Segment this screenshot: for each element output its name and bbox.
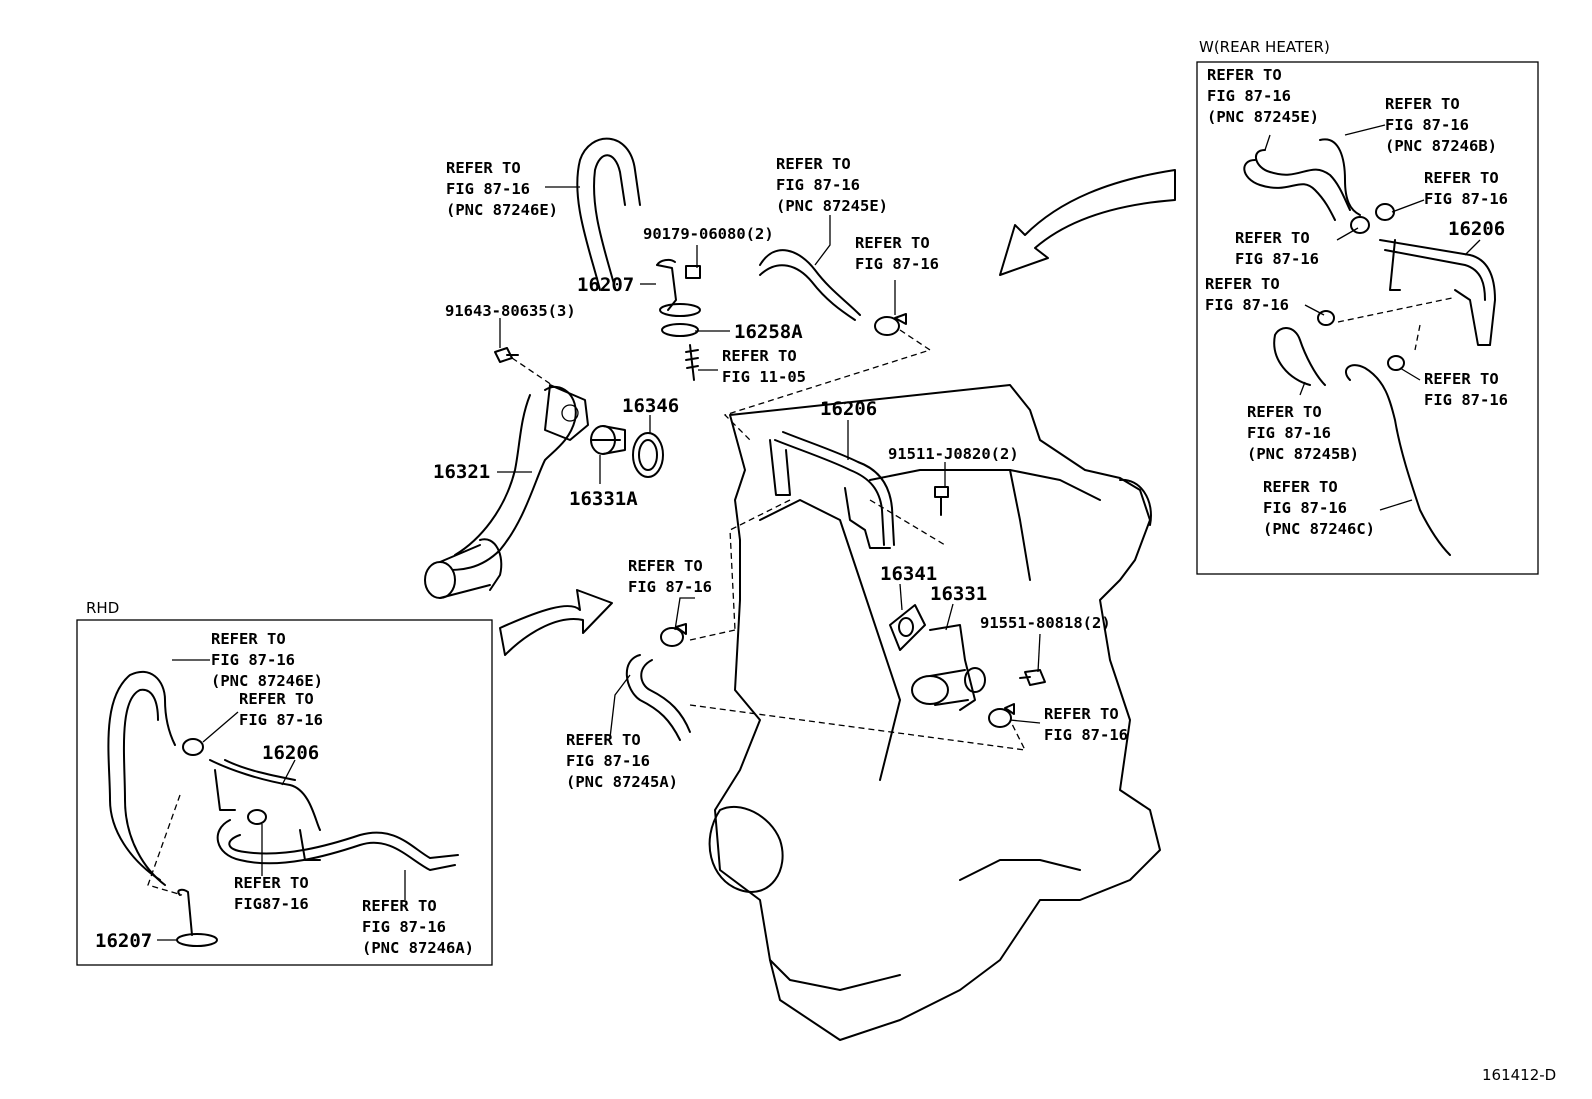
label-refer-fig-11-05: REFER TO FIG 11-05 (722, 347, 806, 386)
label-rh-refer-clamp-left: REFER TO FIG 87-16 (1235, 229, 1319, 268)
label-bolt-90179: 90179-06080(2) (643, 225, 774, 243)
label-refer-clamp-top: REFER TO FIG 87-16 (855, 234, 939, 273)
label-refer-clamp-left: REFER TO FIG 87-16 (628, 557, 712, 596)
label-rhd-refer-clamp-mid: REFER TO FIG87-16 (234, 874, 318, 913)
rhd-box (76, 619, 493, 966)
rhd-parts (107, 670, 459, 947)
label-part-16341: 16341 (880, 563, 937, 585)
water-inlet-16321 (424, 384, 589, 599)
label-refer-clamp-right: REFER TO FIG 87-16 (1044, 705, 1128, 744)
label-bolt-91551: 91551-80818(2) (980, 614, 1111, 632)
label-rh-refer-87245e: REFER TO FIG 87-16 (PNC 87245E) (1207, 66, 1319, 126)
label-part-16258a: 16258A (734, 321, 803, 343)
label-part-16321: 16321 (433, 461, 490, 483)
thermostat-16331a (590, 425, 626, 455)
label-part-16331: 16331 (930, 583, 987, 605)
label-refer-87246e-main: REFER TO FIG 87-16 (PNC 87246E) (446, 159, 558, 219)
arrow-rhd (499, 589, 613, 656)
gasket-16258a (661, 323, 699, 337)
water-pipe-16207-main (656, 258, 701, 317)
heater-pipe-16206-main (769, 431, 895, 549)
hose-87246e-main (576, 137, 641, 291)
rhd-title: RHD (86, 599, 119, 617)
hose-clamp-top (874, 313, 907, 336)
label-refer-87245e-main: REFER TO FIG 87-16 (PNC 87245E) (776, 155, 888, 215)
label-part-16331a: 16331A (569, 488, 638, 510)
rear-heater-title: W(REAR HEATER) (1199, 38, 1330, 56)
label-refer-87245a: REFER TO FIG 87-16 (PNC 87245A) (566, 731, 678, 791)
hose-87245a (625, 654, 681, 741)
label-part-16206-main: 16206 (820, 398, 877, 420)
bolt-91551 (1019, 669, 1046, 686)
diagram-id: 161412-D (1482, 1066, 1556, 1084)
arrow-rear-heater (999, 169, 1176, 276)
label-rh-refer-87246b: REFER TO FIG 87-16 (PNC 87246B) (1385, 95, 1497, 155)
gasket-16341 (889, 604, 926, 651)
label-rhd-part-16207: 16207 (95, 930, 152, 952)
hose-clamp-left (660, 623, 687, 647)
label-rhd-refer-clamp-top: REFER TO FIG 87-16 (239, 690, 323, 729)
leader-lines (157, 124, 1481, 941)
gasket-16346 (632, 432, 664, 478)
water-outlet-16331 (911, 624, 986, 711)
hose-87245a-inner (640, 659, 691, 733)
rear-heater-parts (1243, 138, 1496, 556)
dashed-leaders-main (511, 329, 1027, 751)
label-rh-part-16206: 16206 (1448, 218, 1505, 240)
rear-heater-dashed (1337, 297, 1453, 351)
hose-87246e-main-inner (593, 154, 626, 289)
bolt-91511 (934, 486, 949, 516)
hose-87245e-main (759, 249, 861, 316)
rear-heater-box (1196, 61, 1539, 575)
label-bolt-91511: 91511-J0820(2) (888, 445, 1019, 463)
label-rh-refer-clamp-left2: REFER TO FIG 87-16 (1205, 275, 1289, 314)
stud-bolt (685, 344, 699, 381)
hose-clamp-right (988, 703, 1015, 728)
engine-block (708, 384, 1161, 1041)
label-rh-refer-clamp-right: REFER TO FIG 87-16 (1424, 169, 1508, 208)
label-bolt-91643: 91643-80635(3) (445, 302, 576, 320)
label-rhd-refer-87246a: REFER TO FIG 87-16 (PNC 87246A) (362, 897, 474, 957)
rhd-dashed (147, 794, 183, 896)
label-rhd-part-16206: 16206 (262, 742, 319, 764)
label-rh-refer-87246c: REFER TO FIG 87-16 (PNC 87246C) (1263, 478, 1375, 538)
label-rh-refer-clamp-right2: REFER TO FIG 87-16 (1424, 370, 1508, 409)
label-part-16207-main: 16207 (577, 274, 634, 296)
label-rh-refer-87245b: REFER TO FIG 87-16 (PNC 87245B) (1247, 403, 1359, 463)
label-part-16346: 16346 (622, 395, 679, 417)
hose-87245e-main-inner (759, 264, 856, 321)
label-rhd-refer-87246e: REFER TO FIG 87-16 (PNC 87246E) (211, 630, 323, 690)
